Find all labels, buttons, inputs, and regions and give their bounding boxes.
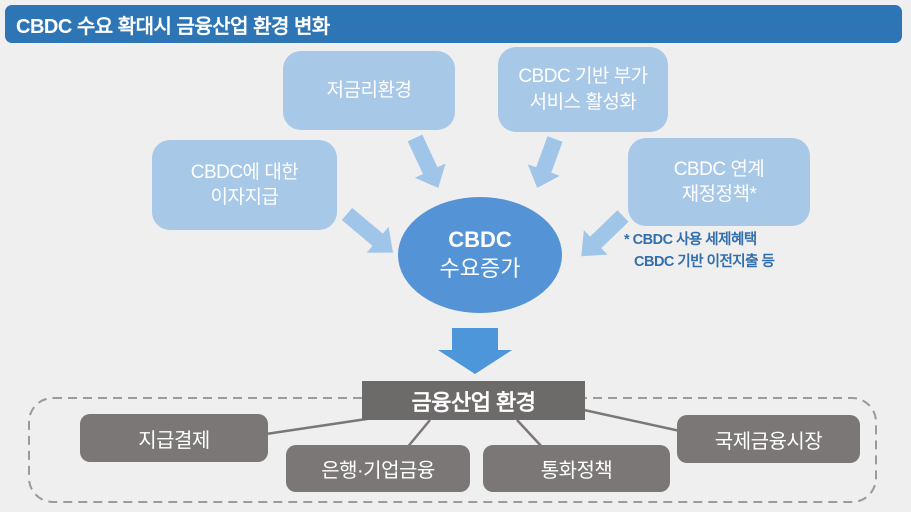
factor-services-line2: 서비스 활성화 <box>529 91 637 113</box>
center-node-line1: CBDC <box>448 227 512 253</box>
big-down-arrow <box>438 328 512 374</box>
area-box-global-financial-markets: 국제금융시장 <box>677 415 860 463</box>
footnote: * CBDC 사용 세제혜택 CBDC 기반 이전지출 등 <box>624 230 834 274</box>
factor-box-low-rate: 저금리환경 <box>283 51 455 130</box>
diagram-title-bar: CBDC 수요 확대시 금융산업 환경 변화 <box>5 5 902 43</box>
factor-fiscal-line1: CBDC 연계 <box>673 158 765 180</box>
connector-line-global <box>583 408 681 433</box>
arrow-services-to-center <box>527 136 563 188</box>
outcome-title-label: 금융산업 환경 <box>411 389 536 415</box>
footnote-line2: CBDC 기반 이전지출 등 <box>634 253 775 270</box>
factor-low-rate-label: 저금리환경 <box>326 79 412 101</box>
arrow-low-rate-to-center <box>407 134 446 188</box>
area-global-label: 국제금융시장 <box>714 430 823 453</box>
factor-box-fiscal-policy: CBDC 연계 재정정책* <box>628 138 810 226</box>
area-box-payments: 지급결제 <box>80 414 268 462</box>
center-node-cbdc-demand: CBDC 수요증가 <box>398 197 562 313</box>
area-box-banking-corporate-finance: 은행·기업금융 <box>286 445 470 492</box>
diagram-title: CBDC 수요 확대시 금융산업 환경 변화 <box>16 15 330 38</box>
factor-interest-line1: CBDC에 대한 <box>190 161 299 183</box>
factor-box-interest-payment: CBDC에 대한 이자지급 <box>152 140 337 230</box>
connector-line-monetary <box>516 419 544 449</box>
area-banking-label: 은행·기업금융 <box>321 460 435 482</box>
arrow-interest-to-center <box>341 207 393 253</box>
factor-fiscal-line2: 재정정책* <box>681 184 757 205</box>
area-box-monetary-policy: 통화정책 <box>483 445 670 492</box>
area-monetary-label: 통화정책 <box>540 460 613 482</box>
outcome-title-box: 금융산업 환경 <box>362 381 585 420</box>
factor-interest-line2: 이자지급 <box>210 187 279 208</box>
area-payments-label: 지급결제 <box>138 429 210 452</box>
factor-box-cbdc-services: CBDC 기반 부가 서비스 활성화 <box>498 47 668 132</box>
center-node-line2: 수요증가 <box>439 256 521 281</box>
footnote-line1: * CBDC 사용 세제혜택 <box>624 232 757 248</box>
factor-services-line1: CBDC 기반 부가 <box>518 66 648 88</box>
